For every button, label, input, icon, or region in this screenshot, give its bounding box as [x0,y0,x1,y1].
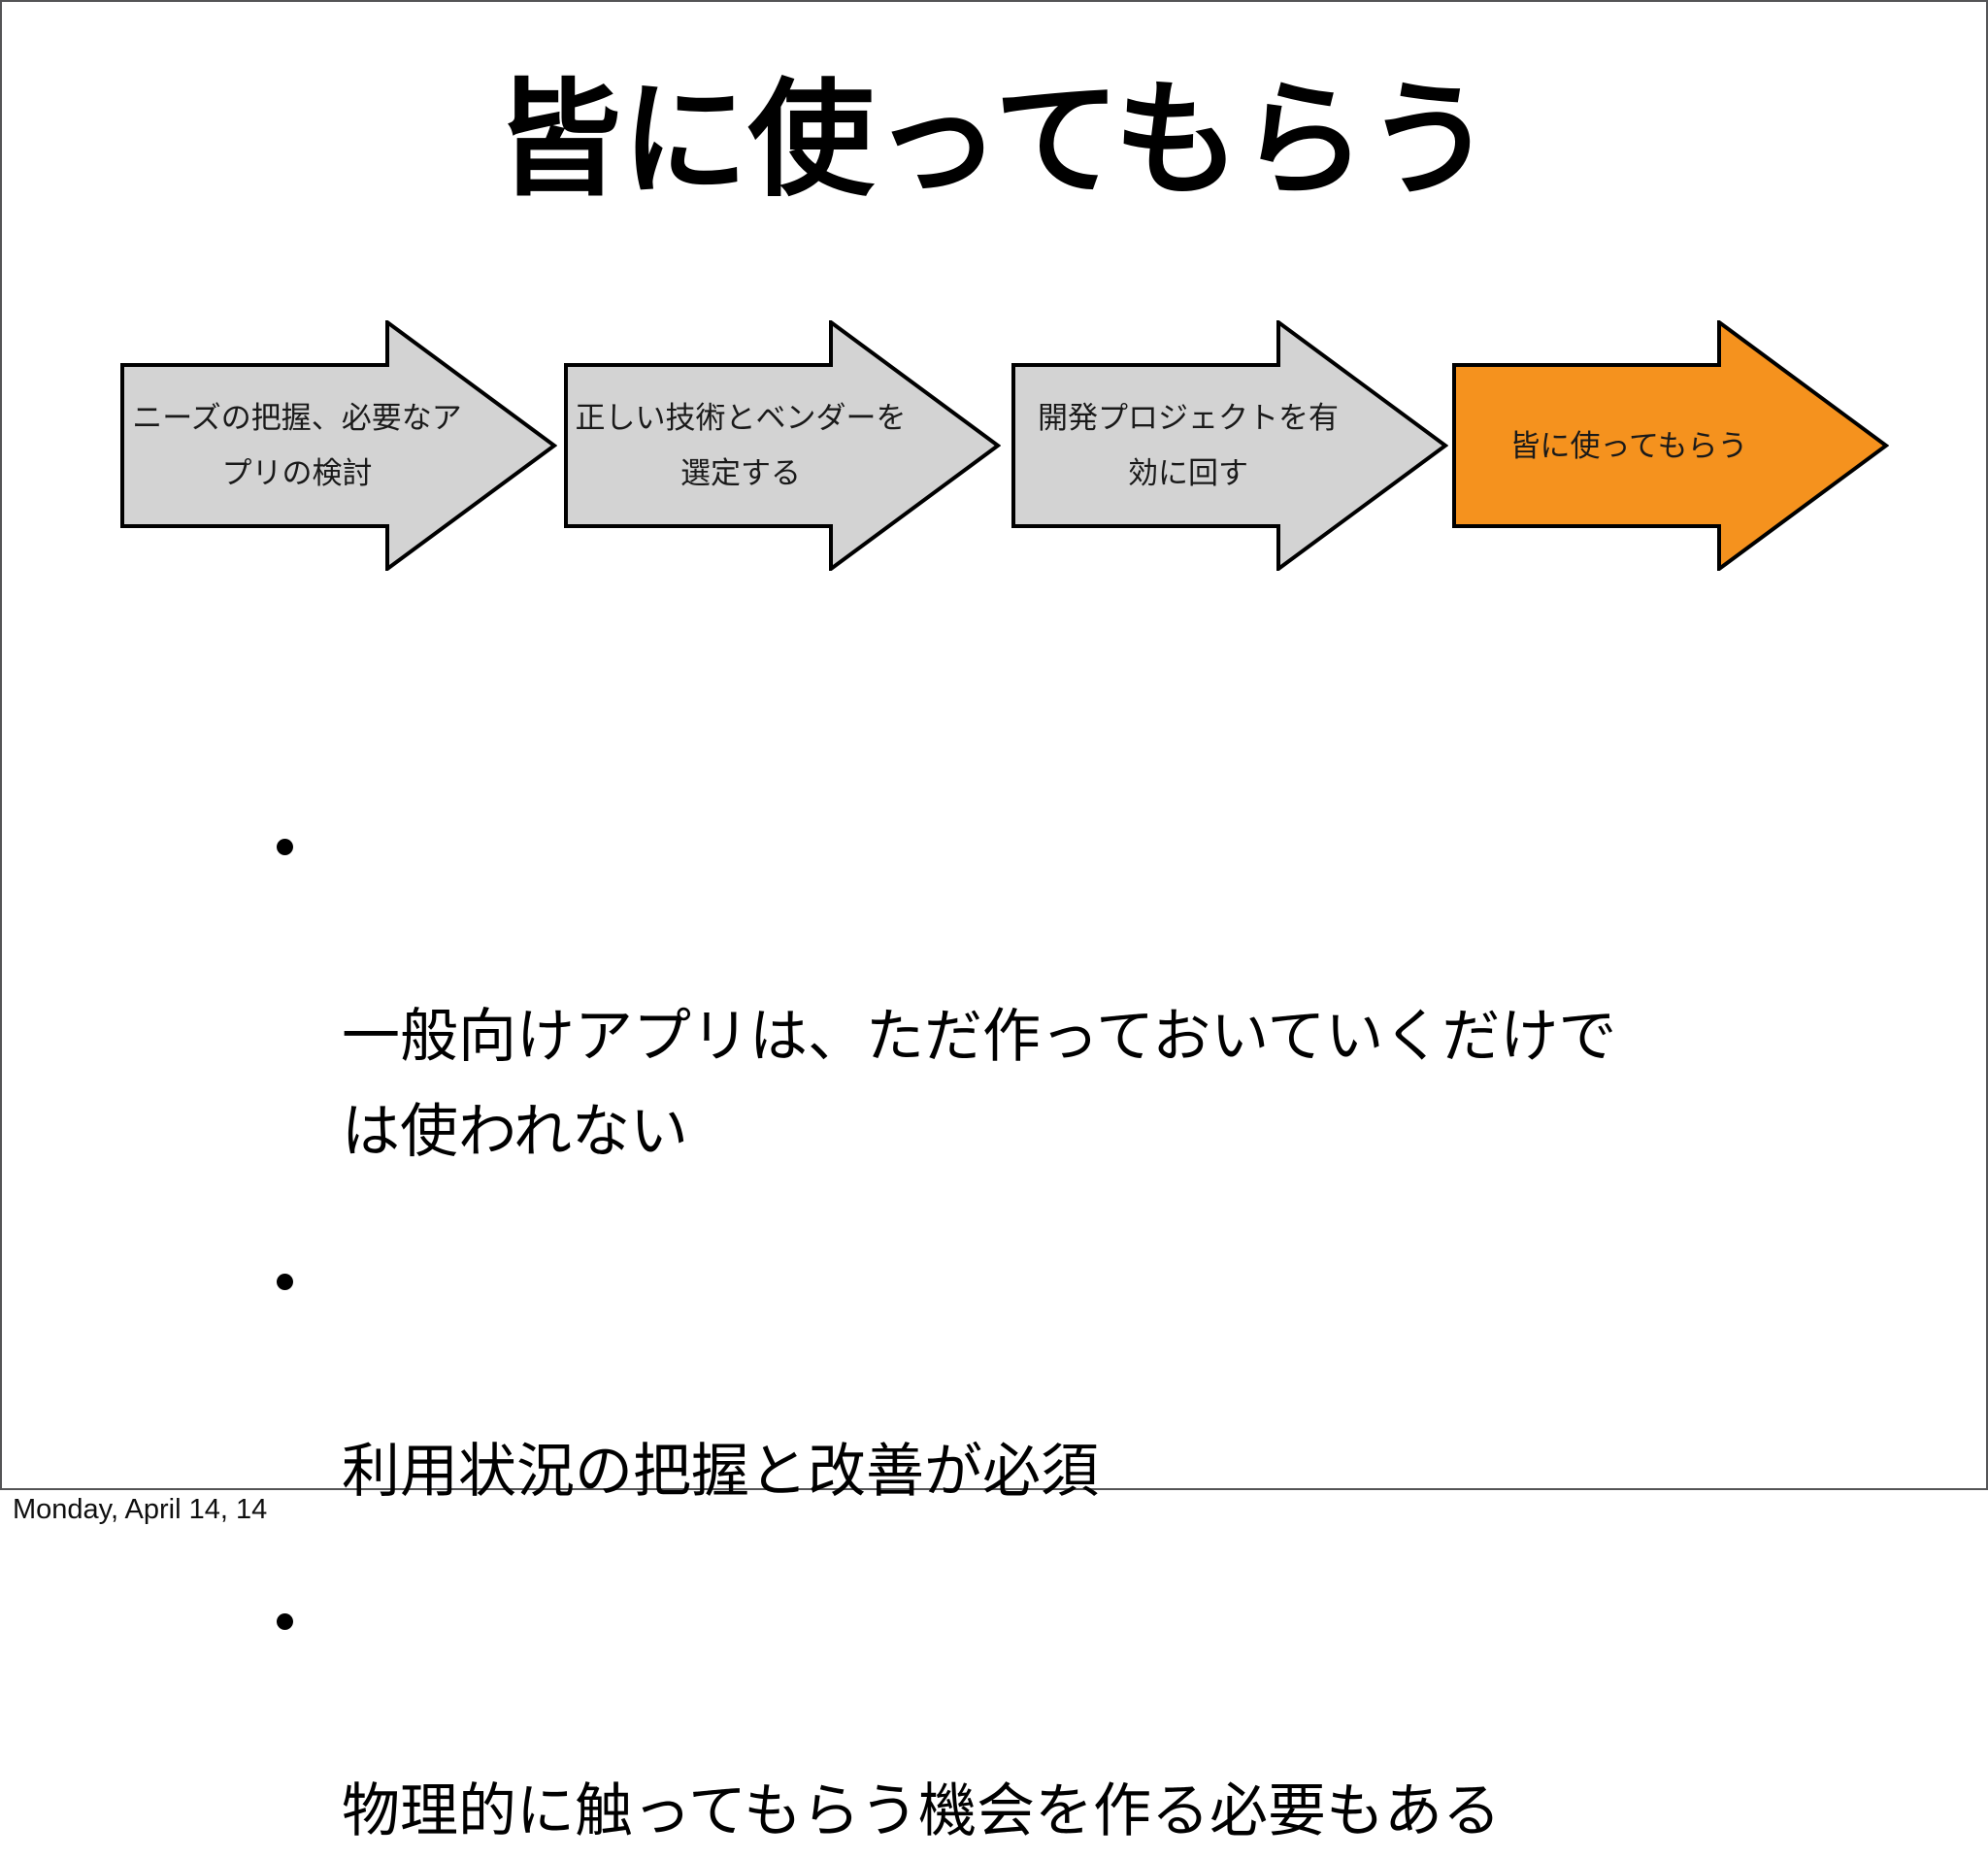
bullet-dot-icon [277,839,293,855]
process-step-4-highlighted: 皆に使ってもらう [1452,320,1889,571]
bullet-text: 一般向けアプリは、ただ作っておいていくだけで は使われない [342,1004,1617,1164]
process-step-2: 正しい技術とベンダーを 選定する [564,320,1001,571]
bullet-text: 利用状況の把握と改善が必須 [342,1439,1099,1504]
process-step-4-label: 皆に使ってもらう [1509,428,1748,463]
process-step-3: 開発プロジェクトを有 効に回す [1011,320,1448,571]
bullet-item: 利用状況の把握と改善が必須 [277,1234,1652,1519]
bullet-list: 一般向けアプリは、ただ作っておいていくだけで は使われない 利用状況の把握と改善… [277,799,1655,1859]
right-arrow-polygon [564,320,1001,571]
right-arrow-shape-icon [564,320,1001,571]
right-arrow-shape-icon [120,320,557,571]
process-step-1: ニーズの把握、必要なア プリの検討 [120,320,557,571]
right-arrow-shape-icon [1452,320,1889,571]
bullet-dot-icon [277,1613,293,1630]
bullet-item: 物理的に触ってもらう機会を作る必要もある [277,1574,1652,1859]
bullet-text: 物理的に触ってもらう機会を作る必要もある [342,1778,1501,1843]
process-step-2-label: 正しい技術とベンダーを 選定する [575,401,907,490]
process-flow: ニーズの把握、必要なア プリの検討 正しい技術とベンダーを 選定する 開発プロジ… [2,320,1988,571]
process-step-3-label: 開発プロジェクトを有 効に回す [1038,401,1339,490]
footer-date: Monday, April 14, 14 [13,1494,268,1525]
right-arrow-polygon [120,320,557,571]
slide-title: 皆に使ってもらう [495,69,1493,211]
right-arrow-polygon [1011,320,1448,571]
bullet-dot-icon [277,1274,293,1290]
right-arrow-shape-icon [1011,320,1448,571]
bullet-item: 一般向けアプリは、ただ作っておいていくだけで は使われない [277,799,1652,1179]
process-step-1-label: ニーズの把握、必要なア プリの検討 [132,401,462,490]
right-arrow-polygon [1452,320,1889,571]
